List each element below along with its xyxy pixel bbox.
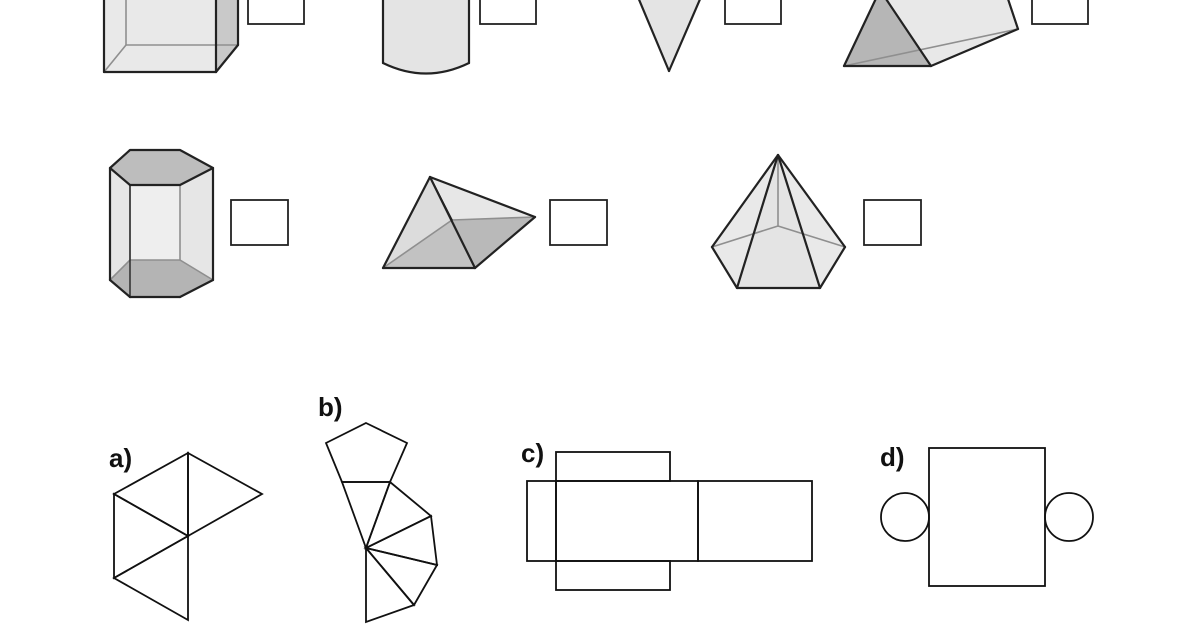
hexagonal-prism-answer-box[interactable]: [230, 199, 289, 246]
net-b: [324, 421, 439, 624]
triangular-prism-solid: [842, 0, 1020, 68]
hexagonal-prism-solid: [108, 148, 215, 299]
net-b-label: b): [318, 392, 343, 422]
net-d: [880, 447, 1094, 587]
square-pyramid-answer-box[interactable]: [549, 199, 608, 246]
net-a-label: a): [109, 443, 132, 473]
cone-answer-box[interactable]: [724, 0, 782, 25]
net-c-label: c): [521, 438, 544, 468]
cylinder-answer-box[interactable]: [479, 0, 537, 25]
cylinder-solid: [381, 0, 471, 75]
square-pyramid-solid: [381, 175, 537, 270]
triangular-prism-answer-box[interactable]: [1031, 0, 1089, 25]
net-c: [526, 451, 813, 591]
cube-answer-box[interactable]: [247, 0, 305, 25]
cube-solid: [102, 0, 240, 74]
net-a: [112, 451, 264, 622]
pentagonal-pyramid-solid: [710, 153, 847, 290]
net-d-label: d): [880, 442, 905, 472]
pentagonal-pyramid-answer-box[interactable]: [863, 199, 922, 246]
cone-solid: [638, 0, 701, 73]
